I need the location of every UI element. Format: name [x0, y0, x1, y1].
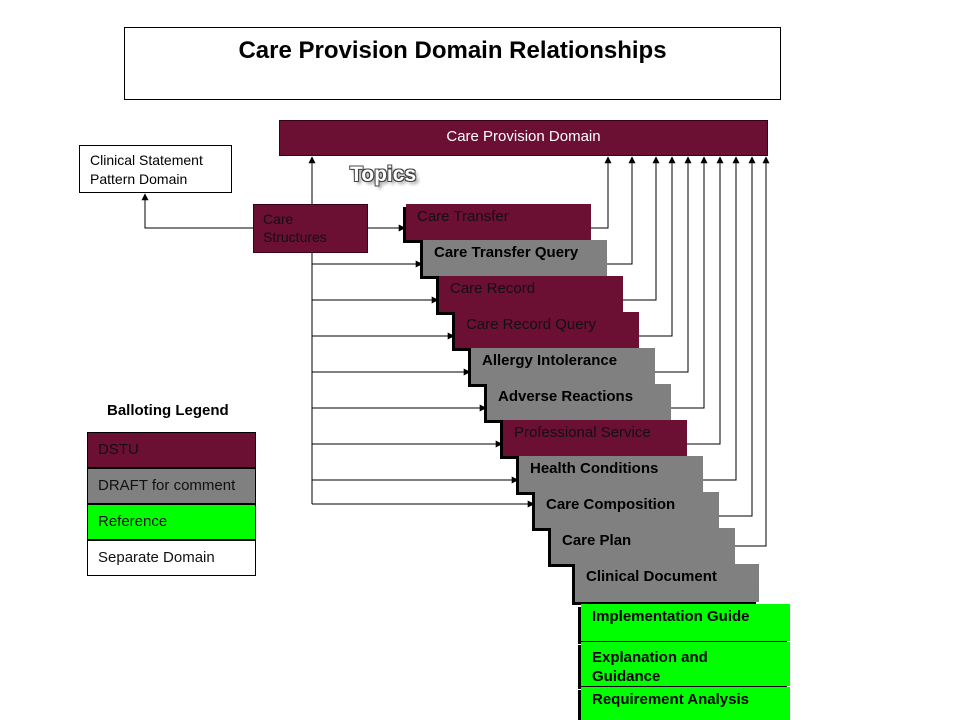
arrow-care-transfer-to-domain: [591, 156, 612, 229]
legend-title: Balloting Legend: [107, 402, 229, 419]
topic-allergy-intolerance[interactable]: Allergy Intolerance: [471, 348, 655, 384]
legend-dstu: DSTU: [87, 432, 256, 468]
title-box: Care Provision Domain Relationships: [124, 27, 781, 100]
arrow-professional-service-to-domain: [687, 156, 724, 445]
legend-reference: Reference: [87, 504, 256, 540]
reference-implementation-guide[interactable]: Implementation Guide: [581, 604, 790, 641]
arrow-to-clinical-statement: [141, 193, 253, 229]
arrow-allergy-intolerance-to-domain: [655, 156, 692, 373]
legend-separate-domain: Separate Domain: [87, 540, 256, 576]
topic-care-transfer[interactable]: Care Transfer: [406, 204, 591, 240]
arrow-care-transfer-query-to-domain: [607, 156, 636, 265]
legend-draft: DRAFT for comment: [87, 468, 256, 504]
arrow-care-plan-to-domain: [735, 156, 770, 547]
page-title: Care Provision Domain Relationships: [238, 37, 667, 64]
topic-clinical-document[interactable]: Clinical Document: [575, 564, 759, 602]
arrow-health-conditions-to-domain: [703, 156, 740, 481]
topic-professional-service[interactable]: Professional Service: [503, 420, 687, 456]
reference-requirement-analysis[interactable]: Requirement Analysis: [581, 687, 790, 720]
topic-care-plan[interactable]: Care Plan: [551, 528, 735, 564]
care-provision-domain-bar[interactable]: Care Provision Domain: [279, 120, 768, 156]
arrow-care-record-to-domain: [623, 156, 660, 301]
topic-care-composition[interactable]: Care Composition: [535, 492, 719, 528]
topic-care-record-query[interactable]: Care Record Query: [455, 312, 639, 348]
reference-explanation-and-guidance[interactable]: Explanation and Guidance: [581, 642, 790, 686]
clinical-statement-pattern-domain-box[interactable]: Clinical Statement Pattern Domain: [79, 145, 232, 193]
topic-care-record[interactable]: Care Record: [439, 276, 623, 312]
care-structures-box[interactable]: Care Structures: [253, 204, 368, 253]
arrow-care-record-query-to-domain: [639, 156, 676, 337]
domain-bar-label: Care Provision Domain: [446, 128, 601, 145]
topics-label: Topics: [350, 163, 417, 186]
arrow-care-composition-to-domain: [719, 156, 756, 517]
topic-health-conditions[interactable]: Health Conditions: [519, 456, 703, 492]
topic-care-transfer-query[interactable]: Care Transfer Query: [423, 240, 607, 276]
topic-adverse-reactions[interactable]: Adverse Reactions: [487, 384, 671, 420]
arrow-adverse-reactions-to-domain: [671, 156, 708, 409]
